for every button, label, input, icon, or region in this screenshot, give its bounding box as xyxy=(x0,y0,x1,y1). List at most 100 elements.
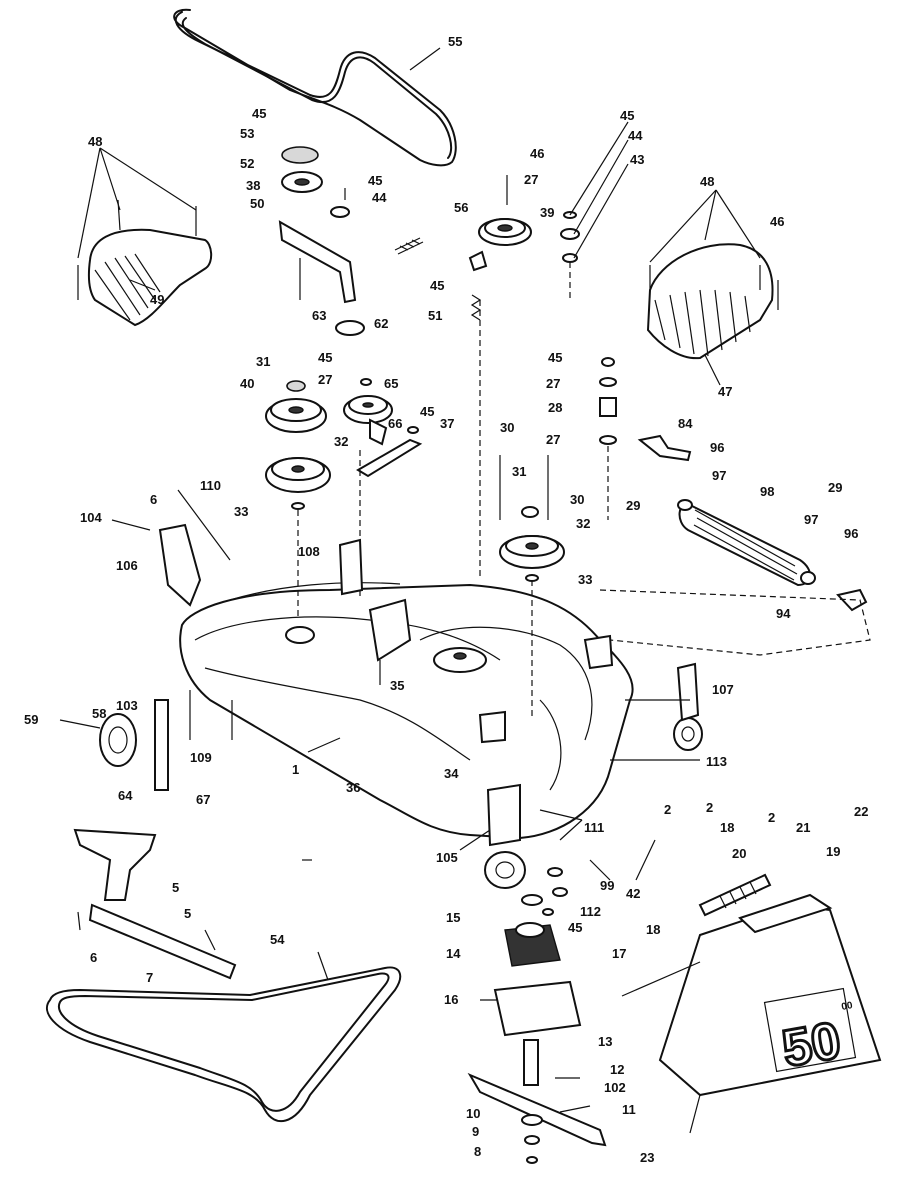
idler-bracket-50 xyxy=(278,146,365,336)
callout-18: 18 xyxy=(720,820,734,835)
callout-18-b: 18 xyxy=(646,922,660,937)
pulley-32-right xyxy=(499,455,565,582)
spacer-stack xyxy=(599,357,617,520)
cover-badge-number: 50 xyxy=(778,1011,845,1078)
callout-7: 7 xyxy=(146,970,153,985)
callout-45-d: 45 xyxy=(430,278,444,293)
callout-109: 109 xyxy=(190,750,212,765)
callout-58: 58 xyxy=(92,706,106,721)
callout-113: 113 xyxy=(706,754,727,769)
callout-5-b: 5 xyxy=(184,906,191,921)
callout-12: 12 xyxy=(610,1062,624,1077)
callout-48: 48 xyxy=(88,134,102,149)
callout-6-b: 6 xyxy=(90,950,97,965)
callout-96: 96 xyxy=(710,440,724,455)
callout-45-h: 45 xyxy=(568,920,582,935)
side-bracket-106 xyxy=(111,489,231,607)
callout-38: 38 xyxy=(246,178,260,193)
callout-13: 13 xyxy=(598,1034,612,1049)
callout-49: 49 xyxy=(150,292,164,307)
callout-30: 30 xyxy=(500,420,514,435)
callout-22: 22 xyxy=(854,804,868,819)
callout-31: 31 xyxy=(256,354,270,369)
callout-51: 51 xyxy=(428,308,442,323)
callout-94: 94 xyxy=(776,606,791,621)
callout-44-b: 44 xyxy=(628,128,643,143)
discharge-chute-23: 50 00 xyxy=(621,893,882,1097)
callout-2-b: 2 xyxy=(706,800,713,815)
bracket-108 xyxy=(338,538,364,596)
callout-40: 40 xyxy=(240,376,254,391)
callout-23: 23 xyxy=(640,1150,654,1165)
pulley-40 xyxy=(265,380,327,433)
callout-11: 11 xyxy=(622,1102,636,1117)
roller-bracket-96 xyxy=(637,434,868,612)
callout-45: 45 xyxy=(252,106,266,121)
callout-28: 28 xyxy=(548,400,562,415)
hardware-43-44 xyxy=(560,211,580,300)
callout-32: 32 xyxy=(334,434,348,449)
callout-111: 111 xyxy=(584,820,604,835)
rod-94 xyxy=(599,589,871,656)
callout-50: 50 xyxy=(250,196,264,211)
callout-45-g: 45 xyxy=(548,350,562,365)
callout-2-c: 2 xyxy=(768,810,775,825)
callout-44: 44 xyxy=(372,190,387,205)
callout-52: 52 xyxy=(240,156,254,171)
callout-55: 55 xyxy=(448,34,462,49)
callout-106: 106 xyxy=(116,558,138,573)
callout-19: 19 xyxy=(826,844,840,859)
belt-55 xyxy=(173,8,457,167)
callout-46: 46 xyxy=(530,146,544,161)
callout-42: 42 xyxy=(626,886,640,901)
pulley-65 xyxy=(343,378,393,446)
cover-badge-superscript: 00 xyxy=(841,1000,854,1013)
spring-20 xyxy=(698,873,772,917)
arm-37 xyxy=(356,426,423,478)
callout-15: 15 xyxy=(446,910,460,925)
callout-65: 65 xyxy=(384,376,398,391)
callout-56: 56 xyxy=(454,200,468,215)
callout-67: 67 xyxy=(196,792,210,807)
callout-105: 105 xyxy=(436,850,458,865)
callout-30-b: 30 xyxy=(570,492,584,507)
callout-29-b: 29 xyxy=(828,480,842,495)
pulley-39 xyxy=(468,175,532,272)
callout-16: 16 xyxy=(444,992,458,1007)
callout-48-b: 48 xyxy=(700,174,714,189)
callout-46-b: 46 xyxy=(770,214,784,229)
callout-6: 6 xyxy=(150,492,157,507)
belt-cover-47 xyxy=(646,243,779,360)
callout-27: 27 xyxy=(524,172,538,187)
callout-108: 108 xyxy=(298,544,320,559)
callout-37: 37 xyxy=(440,416,454,431)
callout-5: 5 xyxy=(172,880,179,895)
callout-96-b: 96 xyxy=(844,526,858,541)
link-5 xyxy=(73,828,237,980)
callout-29: 29 xyxy=(626,498,640,513)
mower-deck-1 xyxy=(179,300,634,840)
belt-54 xyxy=(45,966,402,1123)
gauge-wheel-107 xyxy=(673,662,703,751)
spring-51 xyxy=(470,294,482,321)
callout-33-b: 33 xyxy=(234,504,248,519)
callout-62: 62 xyxy=(374,316,388,331)
callout-labels: 55 45 53 52 38 50 45 44 56 46 27 39 45 4… xyxy=(24,34,868,1165)
callout-45-b: 45 xyxy=(368,173,382,188)
callout-10: 10 xyxy=(466,1106,480,1121)
callout-leaders xyxy=(77,47,761,1134)
callout-1: 1 xyxy=(292,762,299,777)
callout-112: 112 xyxy=(580,904,601,919)
callout-59: 59 xyxy=(24,712,38,727)
callout-110: 110 xyxy=(200,478,221,493)
callout-102: 102 xyxy=(604,1080,626,1095)
callout-27-b: 27 xyxy=(318,372,332,387)
callout-27-d: 27 xyxy=(546,432,560,447)
callout-98: 98 xyxy=(760,484,774,499)
pulley-32-left xyxy=(265,457,331,510)
callout-53: 53 xyxy=(240,126,254,141)
callout-34: 34 xyxy=(444,766,459,781)
callout-8: 8 xyxy=(474,1144,481,1159)
callout-54: 54 xyxy=(270,932,285,947)
